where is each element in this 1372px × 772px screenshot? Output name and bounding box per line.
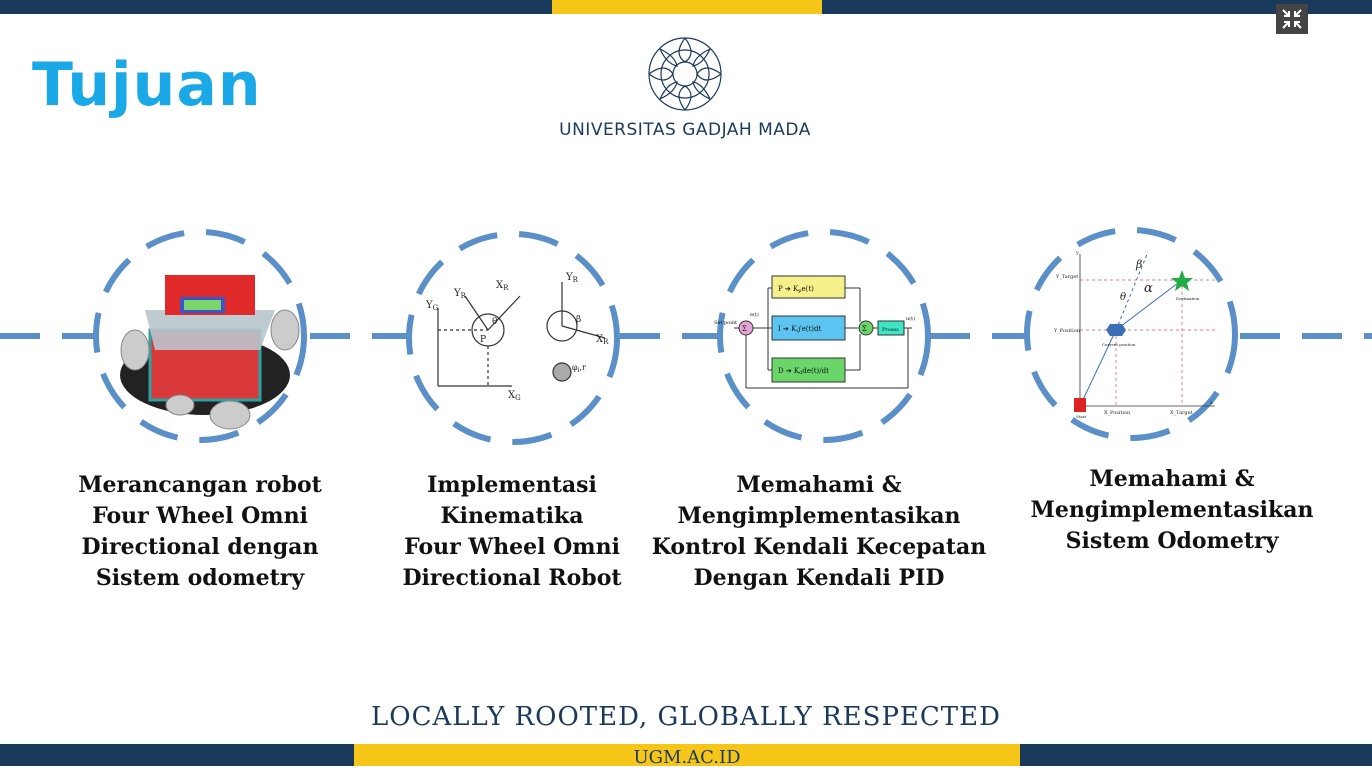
odo-x-target: X_Target bbox=[1170, 410, 1193, 416]
pid-error: e(t) bbox=[750, 311, 759, 318]
caption-line: Kontrol Kendali Kecepatan bbox=[651, 534, 987, 560]
tagline: LOCALLY ROOTED, GLOBALLY RESPECTED bbox=[371, 702, 1001, 732]
slide-title: Tujuan bbox=[32, 50, 262, 120]
caption-line: Dengan Kendali PID bbox=[693, 565, 945, 591]
odo-x-position: X_Position bbox=[1104, 410, 1131, 416]
ugm-seal-icon bbox=[648, 37, 722, 111]
kin-xr-2: XR bbox=[596, 334, 609, 346]
odo-alpha: α bbox=[1144, 281, 1153, 296]
caption-line: Memahami & bbox=[736, 472, 902, 498]
caption-line: Merancangan robot bbox=[78, 472, 322, 498]
odo-x-axis: x bbox=[1210, 400, 1213, 406]
odo-y-position: Y_Position bbox=[1053, 328, 1081, 334]
kin-theta: θ bbox=[492, 317, 497, 327]
odometry-diagram: y x Y_Target Y_Position X_Position X_Tar… bbox=[1053, 250, 1215, 419]
pid-process: Proses bbox=[882, 327, 899, 333]
pid-sum-2: Σ bbox=[862, 325, 867, 333]
caption-line: Kinematika bbox=[440, 503, 584, 529]
caption-line: Mengimplementasikan bbox=[1030, 497, 1314, 523]
kin-xr-1: XR bbox=[496, 280, 509, 292]
odo-beta: β bbox=[1135, 258, 1142, 271]
kin-yr-1: YR bbox=[453, 288, 467, 300]
odo-y-target: Y_Target bbox=[1055, 274, 1078, 280]
card-4-caption: Memahami & Mengimplementasikan Sistem Od… bbox=[1010, 464, 1334, 557]
kin-p: P bbox=[480, 335, 486, 345]
omni-robot-render bbox=[120, 275, 300, 430]
caption-line: Directional Robot bbox=[402, 565, 622, 591]
card-2-caption: Implementasi Kinematika Four Wheel Omni … bbox=[380, 470, 644, 594]
caption-line: Memahami & bbox=[1089, 466, 1255, 492]
pid-setpoint: Set point bbox=[714, 320, 737, 326]
pid-output: u(t) bbox=[906, 315, 915, 322]
caption-line: Four Wheel Omni bbox=[92, 503, 308, 529]
caption-line: Mengimplementasikan bbox=[677, 503, 961, 529]
bottom-brand-bar bbox=[0, 744, 1372, 766]
bottom-gold-stripe bbox=[354, 744, 1020, 766]
caption-line: Sistem odometry bbox=[95, 565, 305, 591]
odo-theta: θ bbox=[1120, 292, 1126, 303]
pid-sum-1: Σ bbox=[742, 325, 747, 333]
odo-y-axis: y bbox=[1075, 250, 1079, 256]
caption-line: Implementasi bbox=[427, 472, 597, 498]
pid-i-term: I ➔ Ki∫e(t)dt bbox=[778, 325, 821, 334]
kin-yr-2: YR bbox=[565, 272, 579, 284]
collapse-arrows-icon bbox=[1282, 9, 1302, 29]
exit-fullscreen-button[interactable] bbox=[1276, 4, 1308, 34]
caption-line: Sistem Odometry bbox=[1065, 528, 1279, 554]
caption-line: Four Wheel Omni bbox=[404, 534, 620, 560]
pid-p-term: P ➔ Kpe(t) bbox=[778, 285, 814, 294]
kin-yg: YG bbox=[425, 300, 439, 312]
kin-xg: XG bbox=[508, 390, 521, 402]
caption-line: Directional dengan bbox=[81, 534, 319, 560]
kin-phi-r: φi,r bbox=[572, 363, 586, 374]
pid-d-term: D ➔ Kdde(t)/dt bbox=[778, 367, 829, 376]
odo-start: Start bbox=[1076, 414, 1087, 419]
kinematics-diagram: YG XG YR XR θ P YR XR β φi,r bbox=[425, 272, 609, 402]
kin-beta: β bbox=[576, 315, 581, 325]
top-brand-bar bbox=[0, 0, 1372, 14]
card-3-caption: Memahami & Mengimplementasikan Kontrol K… bbox=[640, 470, 998, 594]
website-url: UGM.AC.ID bbox=[633, 747, 741, 768]
top-gold-stripe bbox=[552, 0, 822, 14]
card-1-caption: Merancangan robot Four Wheel Omni Direct… bbox=[60, 470, 340, 594]
odo-current-position: Current position bbox=[1102, 342, 1136, 347]
pid-block-diagram: Σ Σ Proses Set point e(t) u(t) P ➔ Kpe(t… bbox=[714, 275, 915, 389]
university-name: UNIVERSITAS GADJAH MADA bbox=[559, 120, 811, 140]
odo-destination: Destination bbox=[1176, 296, 1200, 301]
card-2-circle bbox=[406, 231, 620, 445]
